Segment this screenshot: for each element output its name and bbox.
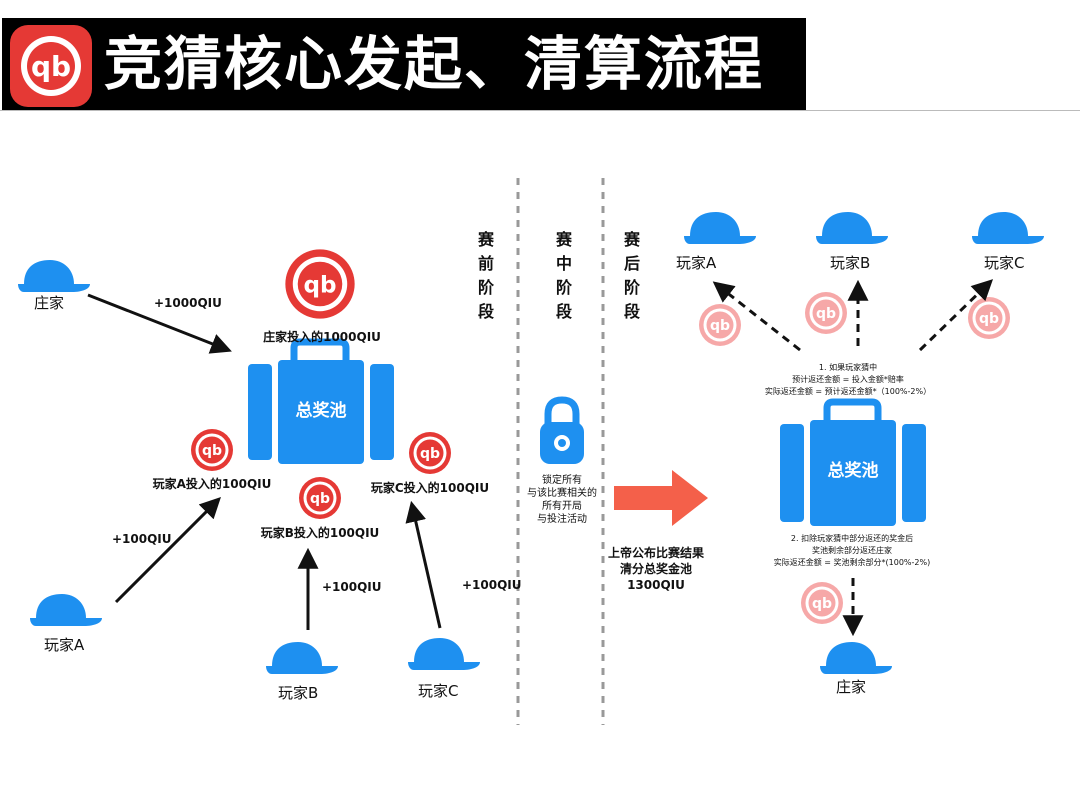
rule-2-text: 2. 扣除玩家猜中部分返还的奖金后 奖池剩余部分返还庄家 实际返还金额 = 奖池… <box>773 534 931 567</box>
player-b-deposit-label: 玩家B投入的100QIU <box>260 526 380 540</box>
payout-c-arrow <box>918 279 994 352</box>
player-b-amount-label: +100QIU <box>322 580 382 594</box>
svg-text:qb: qb <box>31 50 71 83</box>
post-player-c-cap-icon <box>972 212 1044 244</box>
title-bar <box>2 18 806 110</box>
player-a-deposit-label: 玩家A投入的100QIU <box>152 477 272 491</box>
payout-c-coin-icon <box>968 297 1010 339</box>
player-c-label: 玩家C <box>418 682 459 700</box>
post-player-a-cap-icon <box>684 212 756 244</box>
post-banker-label: 庄家 <box>836 678 867 696</box>
banker-arrow <box>87 293 232 354</box>
stage-pre-label: 赛前阶段 <box>477 230 494 321</box>
stage-post-label: 赛后阶段 <box>623 230 640 321</box>
player-a-cap-icon <box>30 594 102 626</box>
pool-label: 总奖池 <box>295 401 347 421</box>
player-a-arrow <box>114 497 221 604</box>
page-title: 竞猜核心发起、清算流程 <box>104 30 765 98</box>
player-c-arrow <box>405 500 442 629</box>
player-c-coin-icon <box>409 432 451 474</box>
payout-banker-coin-icon <box>801 582 843 624</box>
player-b-coin-icon <box>299 477 341 519</box>
banker-cap-icon <box>18 260 90 292</box>
player-a-amount-label: +100QIU <box>112 532 172 546</box>
payout-a-arrow <box>712 281 801 352</box>
player-c-cap-icon <box>408 638 480 670</box>
player-b-cap-icon <box>266 642 338 674</box>
lock-icon <box>540 396 584 464</box>
title-divider <box>0 110 1080 111</box>
post-pool-bag-icon <box>780 398 926 526</box>
payout-a-coin-icon <box>699 304 741 346</box>
stage-mid-label: 赛中阶段 <box>555 230 572 321</box>
banker-label: 庄家 <box>34 294 65 312</box>
banker-deposit-label: 庄家投入的1000QIU <box>263 330 381 344</box>
post-player-a-label: 玩家A <box>676 254 717 272</box>
player-c-amount-label: +100QIU <box>462 578 522 592</box>
post-player-b-label: 玩家B <box>830 254 871 272</box>
player-b-label: 玩家B <box>278 684 319 702</box>
rule-1-text: 1. 如果玩家猜中 预计返还金额 = 投入金额*赔率 实际返还金额 = 预计返还… <box>764 363 932 396</box>
pool-bag-icon <box>248 338 394 464</box>
banker-coin-icon <box>285 249 355 319</box>
post-banker-cap-icon <box>820 642 892 674</box>
post-player-b-cap-icon <box>816 212 888 244</box>
player-a-coin-icon <box>191 429 233 471</box>
result-description: 上帝公布比赛结果 清分总奖金池 1300QIU <box>607 546 705 592</box>
post-pool-label: 总奖池 <box>827 461 879 481</box>
settle-arrow-icon <box>614 470 708 526</box>
qb-app-logo: qb <box>10 25 92 107</box>
post-player-c-label: 玩家C <box>984 254 1025 272</box>
qb-logo-icon: qb <box>21 36 81 96</box>
player-a-label: 玩家A <box>44 636 85 654</box>
banker-amount-label: +1000QIU <box>154 296 222 310</box>
lock-description: 锁定所有 与该比赛相关的 所有开局 与投注活动 <box>527 475 597 525</box>
payout-b-coin-icon <box>805 292 847 334</box>
player-c-deposit-label: 玩家C投入的100QIU <box>370 481 490 495</box>
